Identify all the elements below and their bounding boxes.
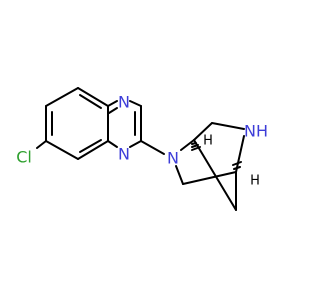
stereo-hydrogen-label: H <box>250 174 260 189</box>
bond <box>77 140 109 160</box>
bond-to-amine <box>140 140 165 155</box>
bond <box>129 100 142 107</box>
pyrazine-ring <box>107 100 142 148</box>
hash-line <box>191 144 199 148</box>
bond <box>180 139 195 151</box>
bond <box>107 140 118 148</box>
stereo-hydrogen-label: H <box>203 134 213 149</box>
molecule-drawing: N N N NH Cl H H <box>16 87 268 211</box>
hash-line <box>232 161 242 166</box>
hash-line <box>233 166 241 170</box>
bond <box>45 140 79 160</box>
stereo-hash-upper <box>191 142 201 151</box>
double-bond-inner <box>79 139 102 153</box>
bond <box>193 122 213 141</box>
hash-line <box>191 146 201 151</box>
hash-line <box>191 142 197 145</box>
nitrogen-atom-label: N <box>167 149 179 168</box>
bond <box>182 171 237 185</box>
double-bond-inner <box>108 107 118 114</box>
bond <box>211 122 245 130</box>
bond <box>175 165 184 185</box>
diazabicycle <box>175 122 245 211</box>
bond <box>107 100 118 107</box>
bond <box>129 140 142 148</box>
chlorine-atom-label: Cl <box>16 148 32 167</box>
bond-to-chlorine <box>36 140 47 149</box>
bond <box>45 87 79 107</box>
bond <box>235 135 245 173</box>
double-bond-inner <box>79 94 102 109</box>
structure-canvas: N N N NH Cl H H <box>16 87 268 211</box>
nitrogen-atom-label: N <box>118 145 130 164</box>
nitrogen-atom-label: N <box>118 93 130 112</box>
benzene-ring <box>45 87 109 160</box>
bond <box>193 139 237 211</box>
stereo-hash-lower <box>232 161 242 170</box>
bond <box>77 87 109 107</box>
nh-atom-label: NH <box>244 122 268 141</box>
